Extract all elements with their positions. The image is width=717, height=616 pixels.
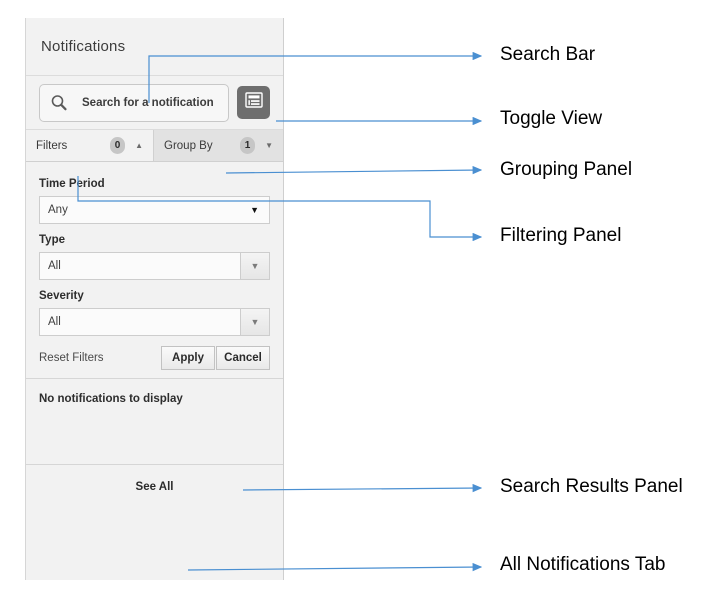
- panel-header: Notifications: [26, 18, 283, 76]
- type-value: All: [48, 260, 61, 272]
- type-select[interactable]: All ▼: [39, 252, 270, 280]
- all-notifications-tab[interactable]: See All: [26, 465, 283, 509]
- tab-filters-badge: 0: [110, 137, 126, 154]
- chevron-down-icon: ▼: [265, 140, 273, 150]
- reset-filters-link[interactable]: Reset Filters: [39, 352, 104, 364]
- annotation-label-grouping-panel: Grouping Panel: [500, 159, 633, 180]
- cancel-button[interactable]: Cancel: [216, 346, 270, 370]
- notification-panel: Notifications Search for a notification: [25, 18, 284, 580]
- field-label-severity: Severity: [39, 290, 84, 302]
- chevron-down-icon: ▼: [250, 205, 259, 215]
- field-label-type: Type: [39, 234, 65, 246]
- search-input[interactable]: Search for a notification: [39, 83, 229, 122]
- toggle-view-button[interactable]: [237, 86, 270, 119]
- time-period-value: Any: [48, 204, 68, 216]
- search-bar: Search for a notification: [26, 76, 283, 130]
- list-view-icon: [244, 92, 263, 113]
- search-results-panel: No notifications to display: [26, 379, 283, 465]
- severity-value: All: [48, 316, 61, 328]
- annotation-label-search-bar: Search Bar: [500, 44, 596, 65]
- tab-group-by[interactable]: Group By 1 ▼: [154, 130, 283, 161]
- page-title: Notifications: [41, 38, 126, 55]
- chevron-up-icon: ▲: [135, 140, 143, 150]
- search-placeholder-text: Search for a notification: [82, 96, 214, 109]
- annotation-label-toggle-view: Toggle View: [500, 108, 603, 129]
- search-icon: [44, 94, 74, 112]
- field-label-time-period: Time Period: [39, 178, 105, 190]
- tab-filters-label: Filters: [36, 139, 68, 152]
- annotation-label-all-notifications-tab: All Notifications Tab: [500, 554, 666, 575]
- time-period-select[interactable]: Any ▼: [39, 196, 270, 224]
- filtering-panel: Time Period Any ▼ Type All ▼ Severity Al…: [26, 162, 283, 379]
- filter-actions: Reset Filters Apply Cancel: [39, 346, 270, 370]
- tab-group-by-label: Group By: [164, 139, 213, 152]
- apply-button[interactable]: Apply: [161, 346, 215, 370]
- annotation-label-search-results-panel: Search Results Panel: [500, 476, 683, 497]
- see-all-label: See All: [135, 481, 174, 493]
- empty-state-text: No notifications to display: [39, 393, 183, 405]
- chevron-down-icon[interactable]: ▼: [240, 309, 269, 335]
- chevron-down-icon[interactable]: ▼: [240, 253, 269, 279]
- tab-filters[interactable]: Filters 0 ▲: [26, 130, 154, 161]
- tab-strip: Filters 0 ▲ Group By 1 ▼: [26, 130, 283, 162]
- severity-select[interactable]: All ▼: [39, 308, 270, 336]
- tab-group-by-badge: 1: [240, 137, 256, 154]
- annotation-label-filtering-panel: Filtering Panel: [500, 225, 622, 246]
